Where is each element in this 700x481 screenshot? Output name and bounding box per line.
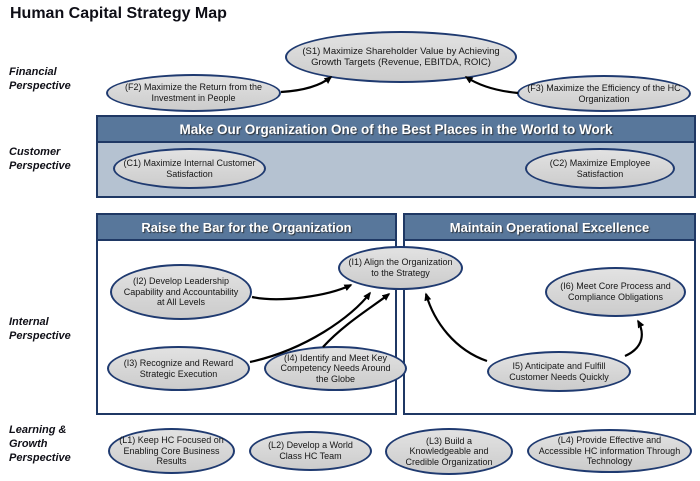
panel-operational-excellence-header: Maintain Operational Excellence bbox=[405, 215, 694, 241]
node-l3-label: (L3) Build a Knowledgeable and Credible … bbox=[405, 435, 493, 467]
customer-band-header: Make Our Organization One of the Best Pl… bbox=[98, 117, 694, 143]
label-internal-perspective: Internal Perspective bbox=[9, 316, 71, 342]
node-i4-label: (I4) Identify and Meet Key Competency Ne… bbox=[280, 352, 391, 384]
panel-raise-the-bar-header: Raise the Bar for the Organization bbox=[98, 215, 395, 241]
node-i3: (I3) Recognize and Reward Strategic Exec… bbox=[107, 346, 250, 391]
node-f2: (F2) Maximize the Return from the Invest… bbox=[106, 74, 281, 112]
node-c2: (C2) Maximize Employee Satisfaction bbox=[525, 148, 675, 189]
node-c1: (C1) Maximize Internal Customer Satisfac… bbox=[113, 148, 266, 189]
node-c1-label: (C1) Maximize Internal Customer Satisfac… bbox=[123, 157, 256, 179]
node-i1-label: (I1) Align the Organization to the Strat… bbox=[348, 257, 453, 278]
node-l2-label: (L2) Develop a World Class HC Team bbox=[268, 440, 353, 461]
node-f3-label: (F3) Maximize the Efficiency of the HC O… bbox=[527, 82, 681, 104]
node-i2-label: (I2) Develop Leadership Capability and A… bbox=[123, 276, 239, 308]
node-l3: (L3) Build a Knowledgeable and Credible … bbox=[385, 428, 513, 475]
edge-f3-s1 bbox=[464, 76, 519, 95]
node-i3-label: (I3) Recognize and Reward Strategic Exec… bbox=[123, 357, 234, 379]
node-i5: I5) Anticipate and Fulfill Customer Need… bbox=[487, 351, 631, 392]
label-learning-growth-perspective: Learning & Growth Perspective bbox=[9, 424, 71, 464]
edge-f2-s1 bbox=[280, 76, 333, 94]
node-l4-label: (L4) Provide Effective and Accessible HC… bbox=[538, 435, 681, 467]
node-l4: (L4) Provide Effective and Accessible HC… bbox=[527, 429, 692, 473]
node-i6-label: (I6) Meet Core Process and Compliance Ob… bbox=[560, 281, 671, 302]
node-f3: (F3) Maximize the Efficiency of the HC O… bbox=[517, 75, 691, 112]
page-title: Human Capital Strategy Map bbox=[10, 5, 227, 22]
node-i2: (I2) Develop Leadership Capability and A… bbox=[110, 264, 252, 320]
node-l2: (L2) Develop a World Class HC Team bbox=[249, 431, 372, 471]
label-customer-perspective: Customer Perspective bbox=[9, 146, 71, 172]
node-l1: (L1) Keep HC Focused on Enabling Core Bu… bbox=[108, 428, 235, 474]
node-i5-label: I5) Anticipate and Fulfill Customer Need… bbox=[509, 360, 609, 382]
node-s1-label: (S1) Maximize Shareholder Value by Achie… bbox=[302, 45, 500, 68]
node-i1: (I1) Align the Organization to the Strat… bbox=[338, 246, 463, 290]
node-s1: (S1) Maximize Shareholder Value by Achie… bbox=[285, 31, 517, 83]
node-f2-label: (F2) Maximize the Return from the Invest… bbox=[124, 82, 263, 103]
node-c2-label: (C2) Maximize Employee Satisfaction bbox=[549, 157, 651, 179]
label-financial-perspective: Financial Perspective bbox=[9, 66, 71, 92]
node-l1-label: (L1) Keep HC Focused on Enabling Core Bu… bbox=[119, 435, 224, 467]
node-i4: (I4) Identify and Meet Key Competency Ne… bbox=[264, 346, 407, 391]
node-i6: (I6) Meet Core Process and Compliance Ob… bbox=[545, 267, 686, 317]
